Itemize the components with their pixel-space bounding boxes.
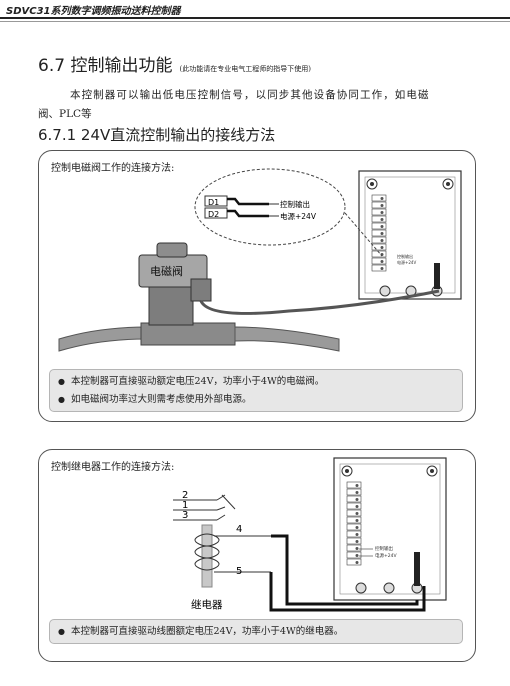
terminal-screw bbox=[355, 561, 359, 564]
terminal-screw bbox=[355, 526, 359, 529]
solenoid-notes: ●本控制器可直接驱动额定电压24V，功率小于4W的电磁阀。 ●如电磁阀功率过大则… bbox=[49, 369, 463, 412]
terminal-block bbox=[371, 222, 387, 230]
terminal-block bbox=[371, 208, 387, 216]
terminal-block bbox=[346, 544, 362, 552]
callout-power-label: 电源+24V bbox=[280, 211, 317, 221]
valve-label: 电磁阀 bbox=[150, 264, 183, 278]
relay-pin-1: 1 bbox=[182, 500, 188, 511]
solenoid-caption: 控制电磁阀工作的连接方法: bbox=[51, 163, 175, 174]
intro-line-2: 阀、PLC等 bbox=[38, 108, 92, 120]
terminal-block bbox=[371, 236, 387, 244]
terminal-block bbox=[371, 201, 387, 209]
terminal-zoom-callout: D1 D2 控制输出 电源+24V bbox=[194, 168, 383, 257]
callout-output-label: 控制输出 bbox=[280, 199, 310, 209]
terminal-block bbox=[346, 502, 362, 510]
terminal-screw bbox=[355, 505, 359, 508]
terminal-d1: D1 bbox=[208, 198, 219, 207]
terminal-screw bbox=[380, 204, 384, 207]
controller-board bbox=[358, 170, 462, 300]
terminal-screw bbox=[380, 225, 384, 228]
intro-paragraph: 本控制器可以输出低电压控制信号，以同步其他设备协同工作，如电磁 阀、PLC等 bbox=[38, 86, 484, 124]
terminal-block bbox=[346, 558, 362, 566]
terminal-screw bbox=[355, 547, 359, 550]
relay bbox=[173, 494, 426, 612]
header-doc-title: SDVC31系列数字调频振动送料控制器 bbox=[6, 6, 181, 17]
terminal-screw bbox=[380, 232, 384, 235]
board-power-label: 电源+24V bbox=[375, 552, 397, 559]
section-heading: 6.7 控制输出功能 (此功能请在专业电气工程师的指导下使用) bbox=[38, 51, 311, 76]
terminal-screw bbox=[380, 260, 384, 263]
relay-wiring-diagram: 控制输出 电源+24V 2 1 3 4 5 继电器 bbox=[173, 457, 447, 612]
board-output-label: 控制输出 bbox=[375, 545, 393, 552]
terminal-screw bbox=[380, 197, 384, 200]
relay-label: 继电器 bbox=[191, 598, 223, 611]
terminal-block bbox=[371, 257, 387, 265]
terminal-screw bbox=[355, 554, 359, 557]
terminal-screw bbox=[380, 239, 384, 242]
terminal-screw bbox=[355, 491, 359, 494]
board-power-label: 电源+24V bbox=[397, 259, 416, 265]
section-title: 6.7 控制输出功能 bbox=[38, 56, 173, 76]
relay-pin-2: 2 bbox=[182, 490, 188, 501]
relay-wiring-panel: 控制继电器工作的连接方法: 控制输出 电源+24V bbox=[38, 449, 476, 662]
controller-board bbox=[333, 457, 447, 601]
header-rule bbox=[0, 17, 510, 19]
header-rule-thin bbox=[0, 21, 510, 22]
terminal-screw bbox=[380, 211, 384, 214]
relay-pin-3: 3 bbox=[182, 510, 188, 521]
terminal-screw bbox=[380, 218, 384, 221]
terminal-block bbox=[371, 243, 387, 251]
terminal-screw bbox=[355, 519, 359, 522]
terminal-block bbox=[346, 530, 362, 538]
note-item: ●本控制器可直接驱动线圈额定电压24V，功率小于4W的继电器。 bbox=[58, 626, 344, 637]
subsection-title: 6.7.1 24V直流控制输出的接线方法 bbox=[38, 126, 276, 144]
relay-pin-4: 4 bbox=[236, 524, 242, 535]
terminal-block bbox=[371, 194, 387, 202]
note-item: ●如电磁阀功率过大则需考虑使用外部电源。 bbox=[58, 394, 252, 405]
terminal-block bbox=[346, 516, 362, 524]
solenoid-valve bbox=[58, 242, 440, 352]
relay-pin-5: 5 bbox=[236, 566, 242, 577]
terminal-block bbox=[346, 523, 362, 531]
terminal-block bbox=[346, 481, 362, 489]
terminal-screw bbox=[355, 540, 359, 543]
terminal-block bbox=[346, 509, 362, 517]
terminal-screw bbox=[355, 533, 359, 536]
terminal-screw bbox=[380, 246, 384, 249]
section-note: (此功能请在专业电气工程师的指导下使用) bbox=[179, 65, 312, 73]
terminal-block bbox=[346, 488, 362, 496]
terminal-screw bbox=[355, 498, 359, 501]
note-item: ●本控制器可直接驱动额定电压24V，功率小于4W的电磁阀。 bbox=[58, 376, 325, 387]
relay-caption: 控制继电器工作的连接方法: bbox=[51, 462, 175, 473]
solenoid-wiring-diagram: 控制输出 电源+24V D1 D2 控制输出 电源+24V bbox=[58, 168, 462, 352]
terminal-block bbox=[371, 250, 387, 258]
terminal-screw bbox=[355, 484, 359, 487]
terminal-block bbox=[371, 264, 387, 272]
solenoid-wiring-panel: 控制电磁阀工作的连接方法: 控制输出 电源+24V D1 D2 bbox=[38, 150, 476, 422]
terminal-screw bbox=[380, 267, 384, 270]
board-output-label: 控制输出 bbox=[397, 253, 413, 259]
terminal-d2: D2 bbox=[208, 210, 219, 219]
terminal-block bbox=[371, 229, 387, 237]
terminal-block bbox=[346, 551, 362, 559]
terminal-block bbox=[371, 215, 387, 223]
intro-line-1: 本控制器可以输出低电压控制信号，以同步其他设备协同工作，如电磁 bbox=[70, 89, 430, 101]
terminal-screw bbox=[355, 512, 359, 515]
relay-notes: ●本控制器可直接驱动线圈额定电压24V，功率小于4W的继电器。 bbox=[49, 619, 463, 644]
terminal-block bbox=[346, 495, 362, 503]
terminal-block bbox=[346, 537, 362, 545]
